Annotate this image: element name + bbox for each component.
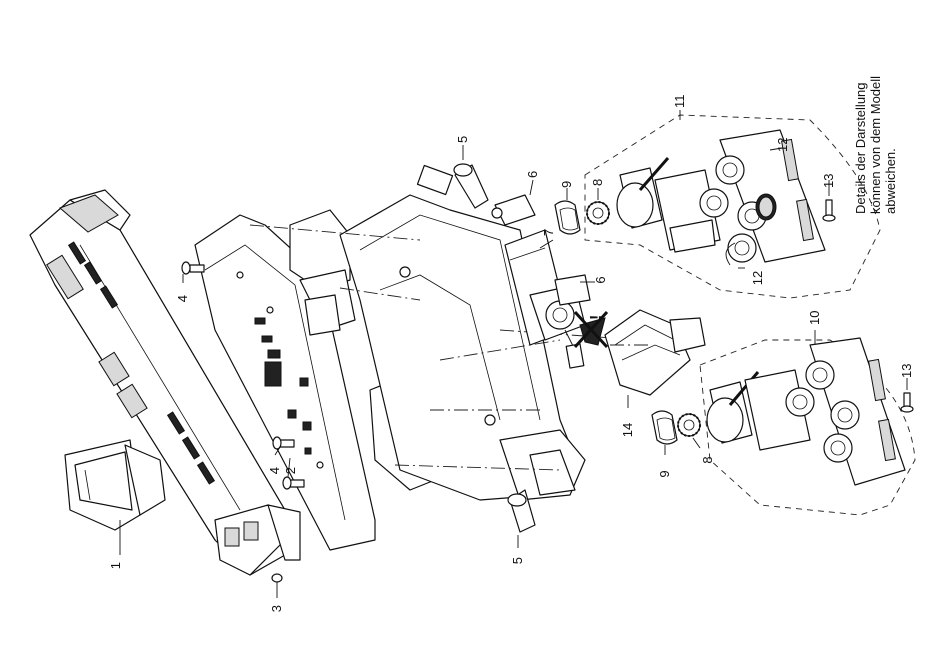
- label-7: 7: [541, 229, 556, 236]
- roof-hood-part: [65, 440, 165, 530]
- label-13-bottom: 13: [899, 364, 914, 378]
- screw-part-13-bottom: [901, 393, 913, 412]
- label-3: 3: [269, 605, 284, 612]
- coupling-part-5-top: [454, 164, 488, 208]
- screw-part-13-top: [823, 200, 835, 221]
- label-4-bottom: 4: [267, 467, 282, 474]
- label-13-top: 13: [821, 174, 836, 188]
- disclaimer-note: Details der Darstellung können von dem M…: [853, 104, 898, 214]
- label-6-top: 6: [525, 171, 540, 178]
- clip-part-6-bottom: [555, 275, 590, 305]
- screw-part-3: [272, 574, 282, 598]
- label-5-bottom: 5: [510, 557, 525, 564]
- contact-plate-part-14: [605, 310, 705, 395]
- note-line-2: können von dem Modell: [868, 104, 883, 214]
- clip-part-6-top: [492, 195, 535, 225]
- label-12-top: 12: [775, 138, 790, 152]
- label-6-bottom: 6: [593, 276, 608, 283]
- label-2: 2: [283, 467, 298, 474]
- label-8-top: 8: [590, 179, 605, 186]
- note-line-3: abweichen.: [883, 104, 898, 214]
- label-11: 11: [672, 95, 687, 109]
- label-14: 14: [620, 423, 635, 437]
- label-10: 10: [807, 311, 822, 325]
- bogie-part-10: [707, 338, 905, 485]
- note-line-1: Details der Darstellung: [853, 104, 868, 214]
- label-4-top: 4: [175, 295, 190, 302]
- label-1: 1: [108, 562, 123, 569]
- svg-text:!: !: [588, 315, 605, 320]
- label-9-top: 9: [559, 181, 574, 188]
- label-12-mid: 12: [750, 271, 765, 285]
- no-oil-warning-icon: !: [575, 312, 607, 347]
- label-8-bottom: 8: [700, 456, 715, 463]
- gear-part-8-bottom: [678, 414, 700, 436]
- label-5-top: 5: [455, 136, 470, 143]
- bogie-part-11: [617, 130, 825, 265]
- gear-part-8-top: [587, 202, 609, 224]
- label-9-bottom: 9: [657, 470, 672, 477]
- washer-part-9-top: [555, 201, 580, 234]
- washer-part-9-bottom: [652, 411, 677, 444]
